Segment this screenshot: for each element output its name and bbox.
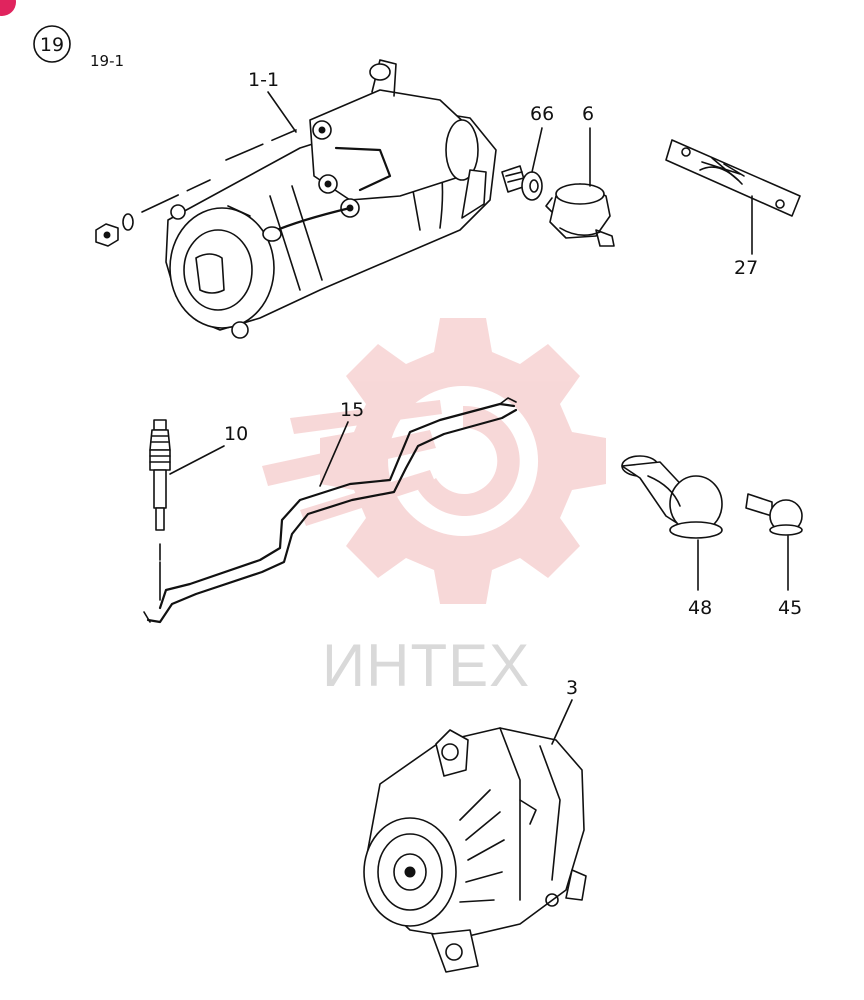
starter-nut[interactable] — [95, 213, 134, 247]
label-alternator: 3 — [566, 677, 578, 699]
switch-6[interactable] — [545, 183, 615, 247]
leader-strap — [319, 421, 349, 487]
label-plate: 27 — [734, 257, 758, 279]
label-strap: 15 — [340, 399, 364, 421]
watermark-gear — [262, 318, 606, 604]
bolt-66[interactable] — [501, 165, 543, 201]
label-glow-plug: 10 — [224, 423, 248, 445]
label-switch: 6 — [582, 103, 594, 125]
connector-strap-15[interactable] — [143, 397, 518, 624]
leader-alternator — [551, 699, 573, 745]
group-number-badge: 19 — [33, 25, 71, 63]
starter-motor[interactable] — [141, 59, 497, 339]
label-starter: 1-1 — [248, 69, 279, 91]
leader-starter — [267, 91, 297, 133]
group-number: 19 — [40, 34, 64, 56]
elbow-boot-48[interactable] — [621, 455, 723, 539]
watermark-text: ИНТЕХ — [322, 632, 530, 699]
corner-badge[interactable] — [0, 0, 16, 16]
glow-plug-10[interactable] — [149, 419, 171, 561]
leader-bolt — [531, 127, 543, 173]
group-code: 19-1 — [90, 52, 124, 70]
label-elbow-boot: 48 — [688, 597, 712, 619]
label-bolt: 66 — [530, 103, 554, 125]
label-small-cap: 45 — [778, 597, 802, 619]
alternator-3[interactable] — [363, 727, 587, 973]
leader-glow-plug — [169, 445, 225, 475]
small-cap-45[interactable] — [745, 493, 803, 536]
name-plate-27[interactable] — [665, 139, 801, 217]
